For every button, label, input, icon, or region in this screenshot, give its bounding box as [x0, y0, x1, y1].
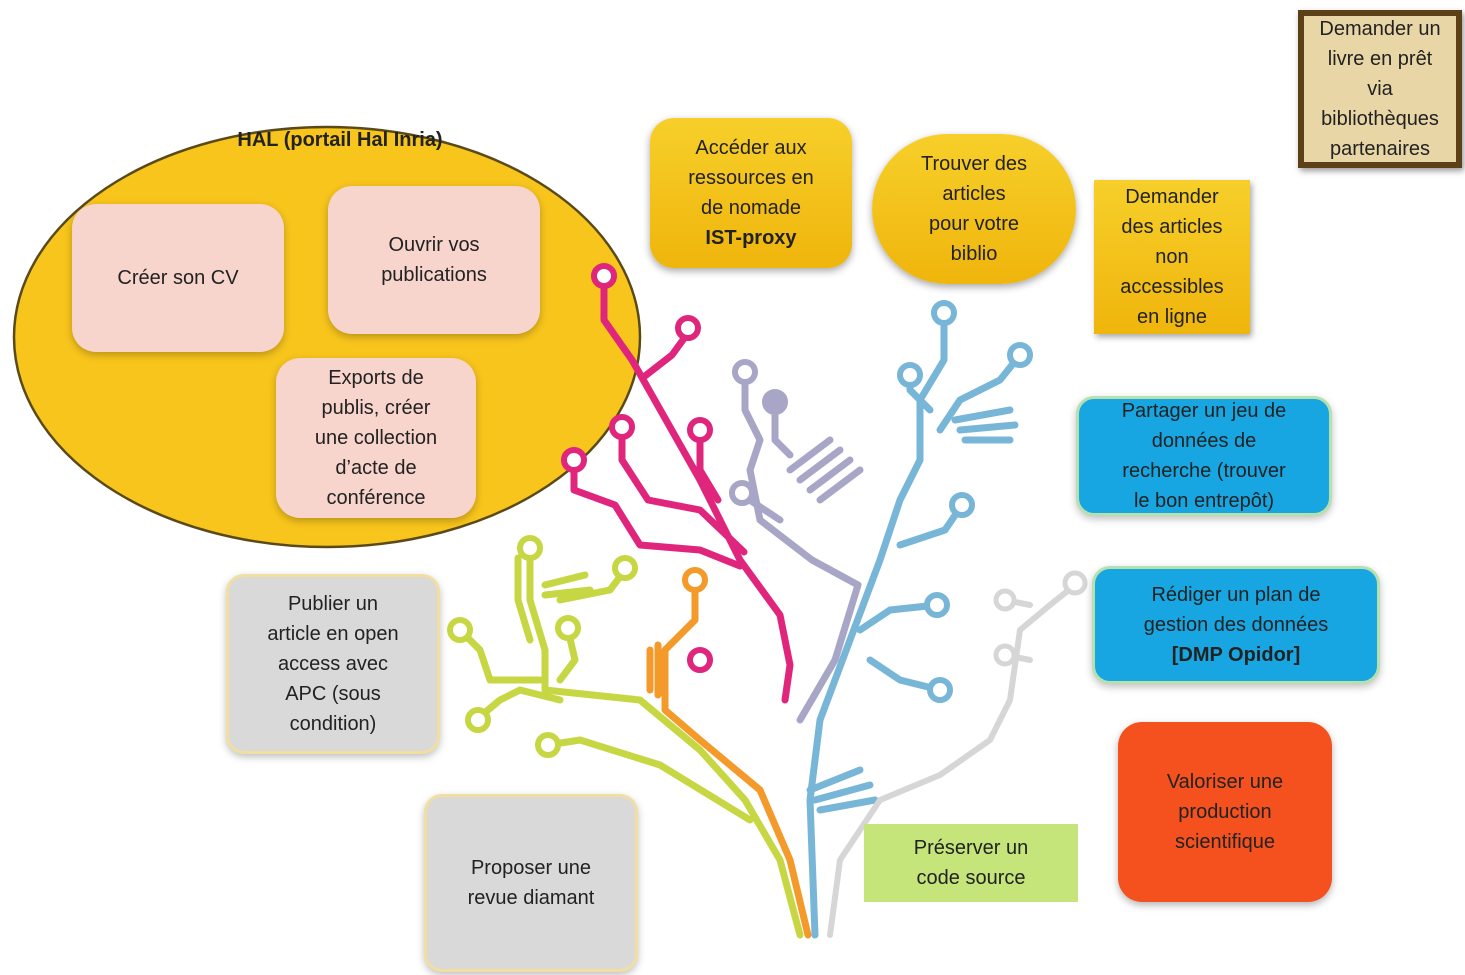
publier-article-button[interactable]: Publier un article en open access avec A… — [226, 574, 440, 754]
ouvrir-publications-button[interactable]: Ouvrir vos publications — [328, 186, 540, 334]
preserver-code-button[interactable]: Préserver un code source — [864, 824, 1078, 902]
valoriser-production-button[interactable]: Valoriser une production scientifique — [1118, 722, 1332, 902]
creer-cv-button[interactable]: Créer son CV — [72, 204, 284, 352]
hal-title: HAL (portail Hal Inria) — [237, 129, 443, 151]
partager-donnees-button[interactable]: Partager un jeu de données de recherche … — [1076, 396, 1332, 516]
proposer-revue-button[interactable]: Proposer une revue diamant — [424, 794, 638, 972]
lavender-branch — [738, 373, 864, 724]
demander-articles-button[interactable]: Demander des articles non accessibles en… — [1094, 180, 1250, 334]
orange-branch — [646, 581, 812, 939]
rediger-plan-button[interactable]: Rédiger un plan de gestion des données [… — [1092, 566, 1380, 684]
demander-livre-button[interactable]: Demander un livre en prêt via bibliothèq… — [1298, 10, 1462, 168]
white-nodes — [993, 570, 1088, 667]
sky-branch — [806, 314, 1024, 939]
lavender-nodes — [729, 359, 788, 506]
trouver-articles-button[interactable]: Trouver des articles pour votre biblio — [872, 134, 1076, 284]
orange-node — [682, 567, 708, 593]
sky-nodes — [897, 300, 1033, 703]
magenta-branch — [570, 279, 794, 704]
magenta-nodes — [561, 263, 713, 673]
acceder-ressources-button[interactable]: Accéder aux ressources en de nomade IST-… — [650, 118, 852, 268]
exports-publis-button[interactable]: Exports de publis, créer une collection … — [276, 358, 476, 518]
lime-nodes — [447, 535, 638, 758]
